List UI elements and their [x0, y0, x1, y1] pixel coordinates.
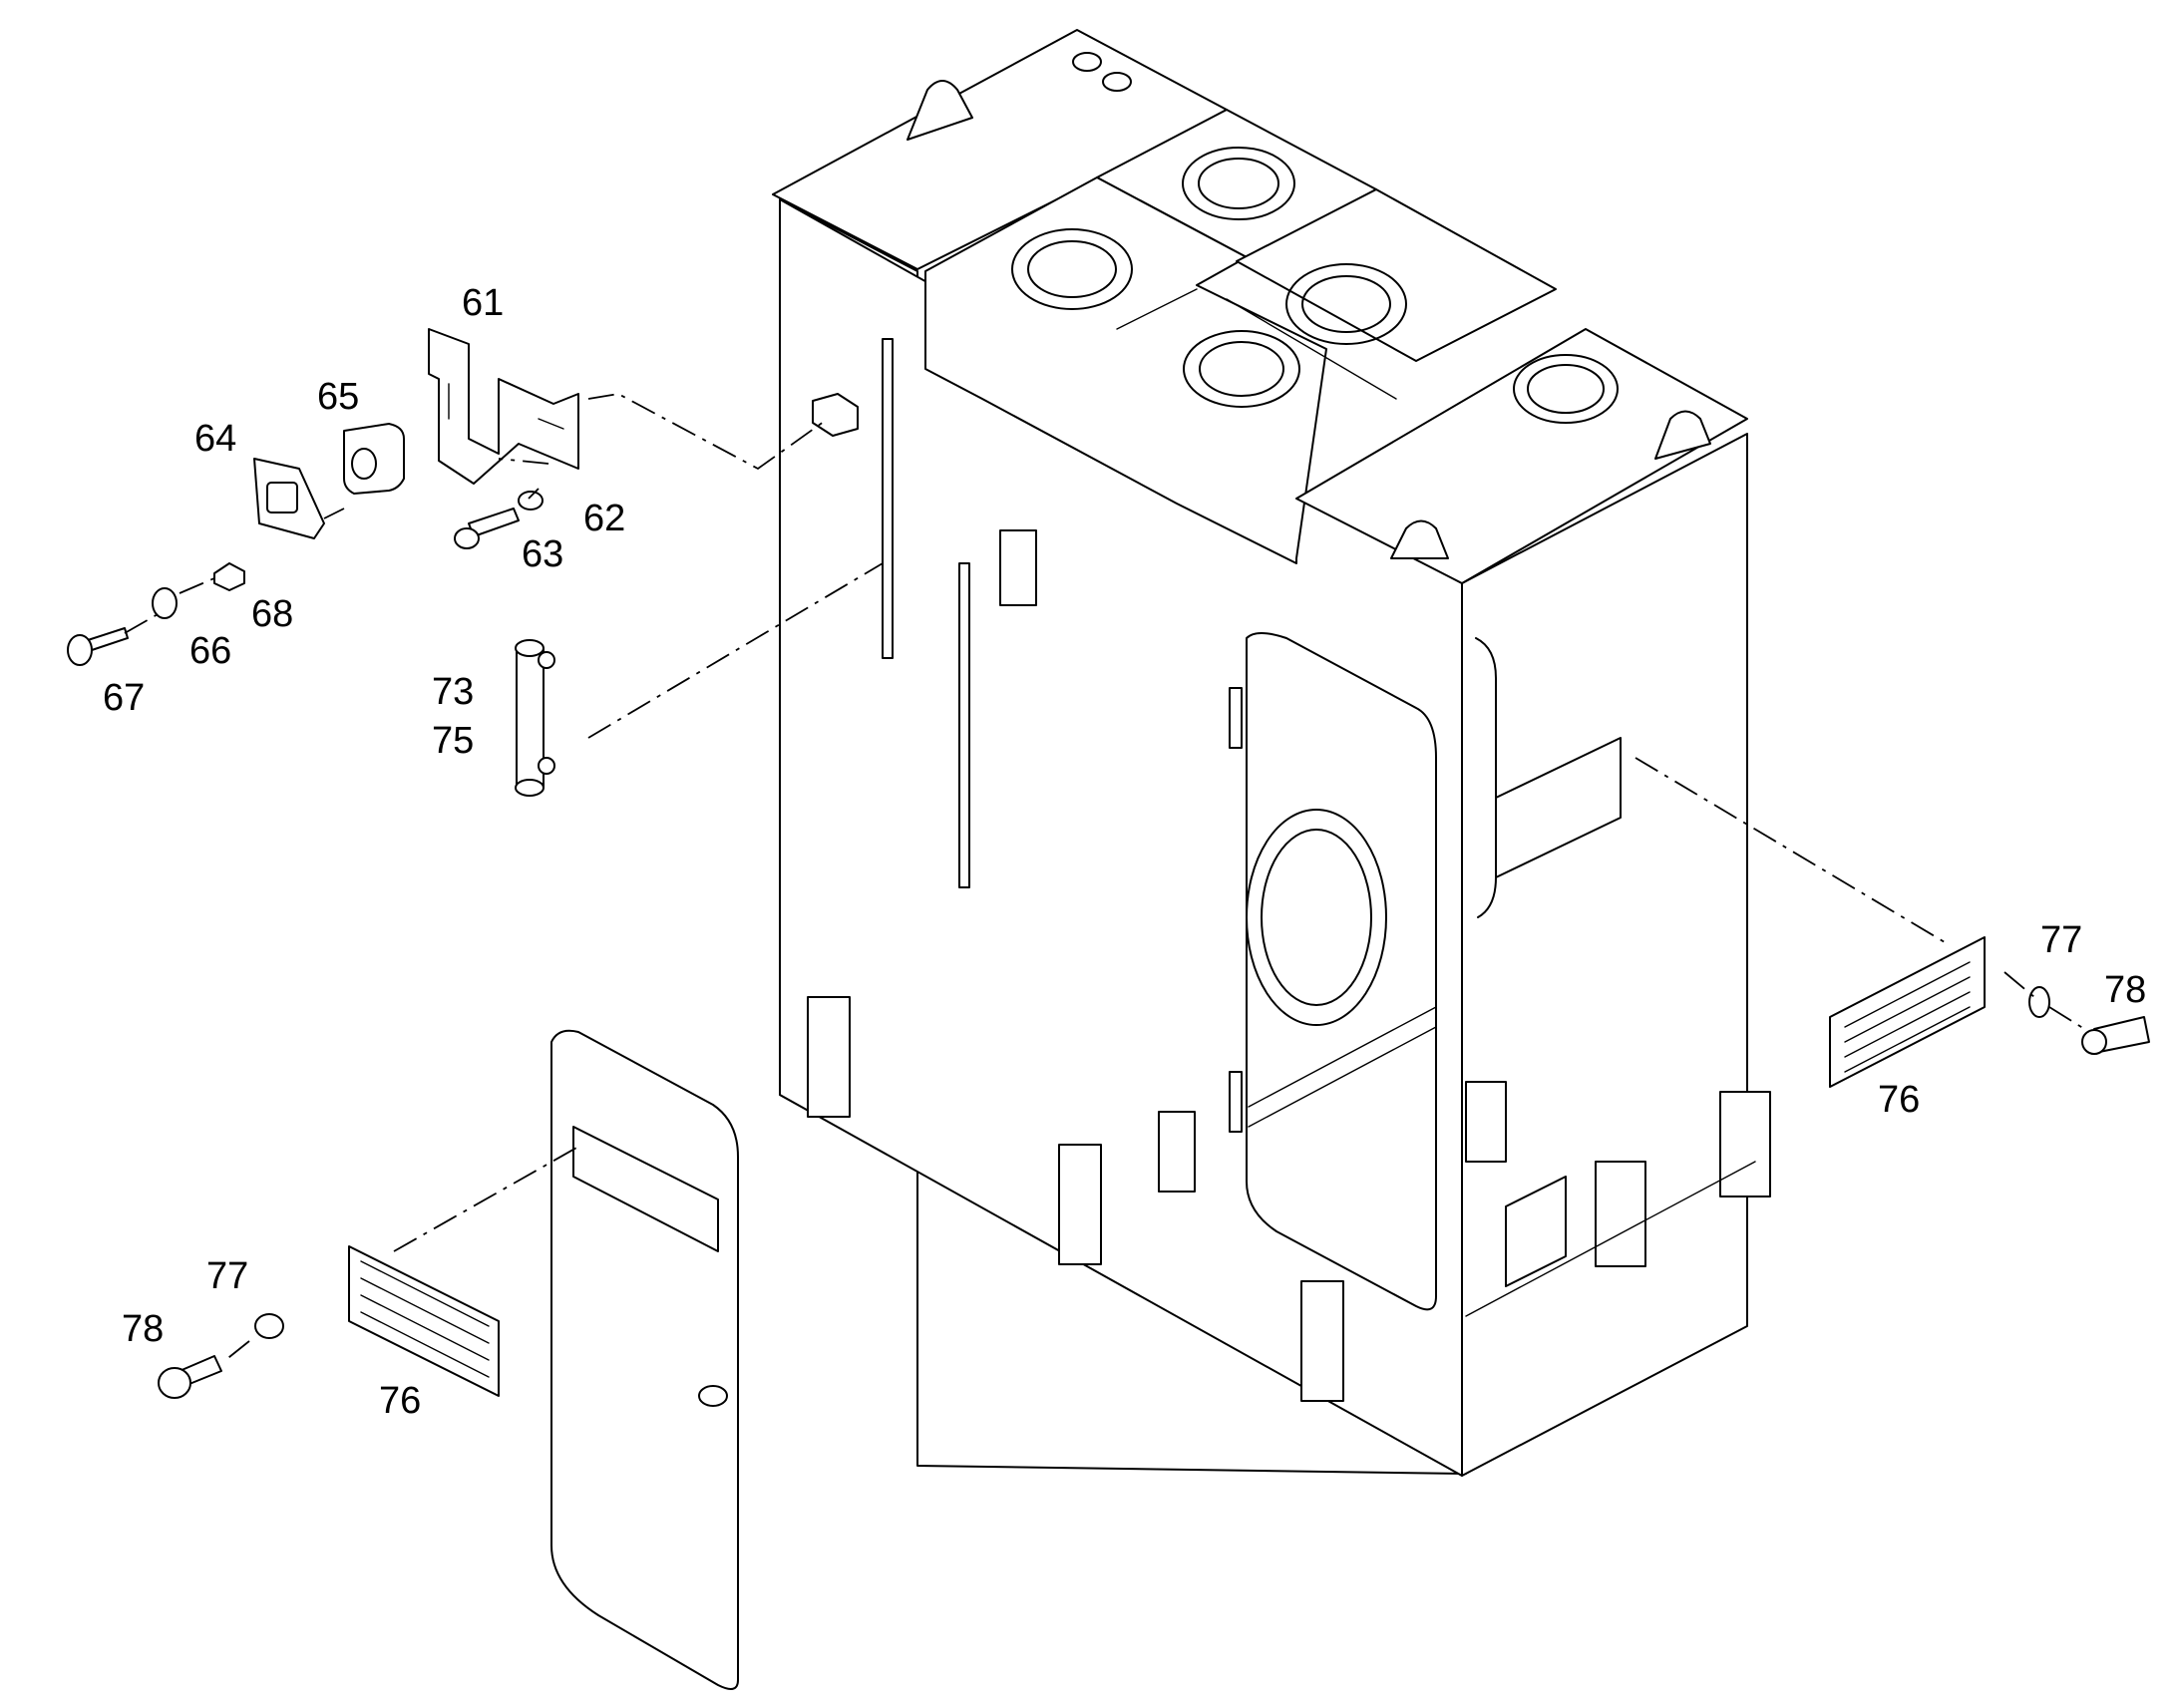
- callout-63: 63: [522, 533, 563, 575]
- handle-73-75: [515, 639, 555, 797]
- screw-78-right: [2081, 1016, 2150, 1055]
- callout-65: 65: [317, 376, 359, 418]
- callout-75: 75: [432, 720, 474, 762]
- callout-66: 66: [189, 630, 231, 672]
- assembly-leader-lines: [124, 393, 2090, 1362]
- callout-76-left: 76: [379, 1380, 421, 1422]
- callout-62: 62: [583, 498, 625, 539]
- vent-grille-76-right: [1829, 936, 1986, 1088]
- washer-62: [518, 491, 544, 511]
- callout-78-right: 78: [2104, 969, 2146, 1011]
- screw-67: [67, 627, 129, 666]
- callout-64: 64: [194, 418, 236, 460]
- switch-65: [343, 423, 405, 495]
- callout-78-left: 78: [122, 1308, 164, 1350]
- callout-77-right: 77: [2040, 919, 2082, 961]
- washer-66: [152, 587, 178, 619]
- plate-64: [253, 458, 325, 539]
- vent-grille-76-left: [348, 1245, 500, 1397]
- callout-68: 68: [251, 593, 293, 635]
- washer-77-left: [254, 1313, 284, 1339]
- callout-77-left: 77: [206, 1255, 248, 1297]
- screw-78-left: [158, 1355, 222, 1399]
- cabinet-door: [550, 1029, 739, 1690]
- cabinet-housing: [772, 29, 1771, 1477]
- washer-77-right: [2028, 986, 2050, 1018]
- callout-67: 67: [103, 677, 145, 719]
- screw-63: [454, 508, 520, 549]
- bracket-61: [428, 328, 579, 485]
- callout-61: 61: [462, 282, 504, 324]
- callout-76-right: 76: [1878, 1079, 1920, 1121]
- callout-73: 73: [432, 671, 474, 713]
- nut-68: [213, 562, 245, 591]
